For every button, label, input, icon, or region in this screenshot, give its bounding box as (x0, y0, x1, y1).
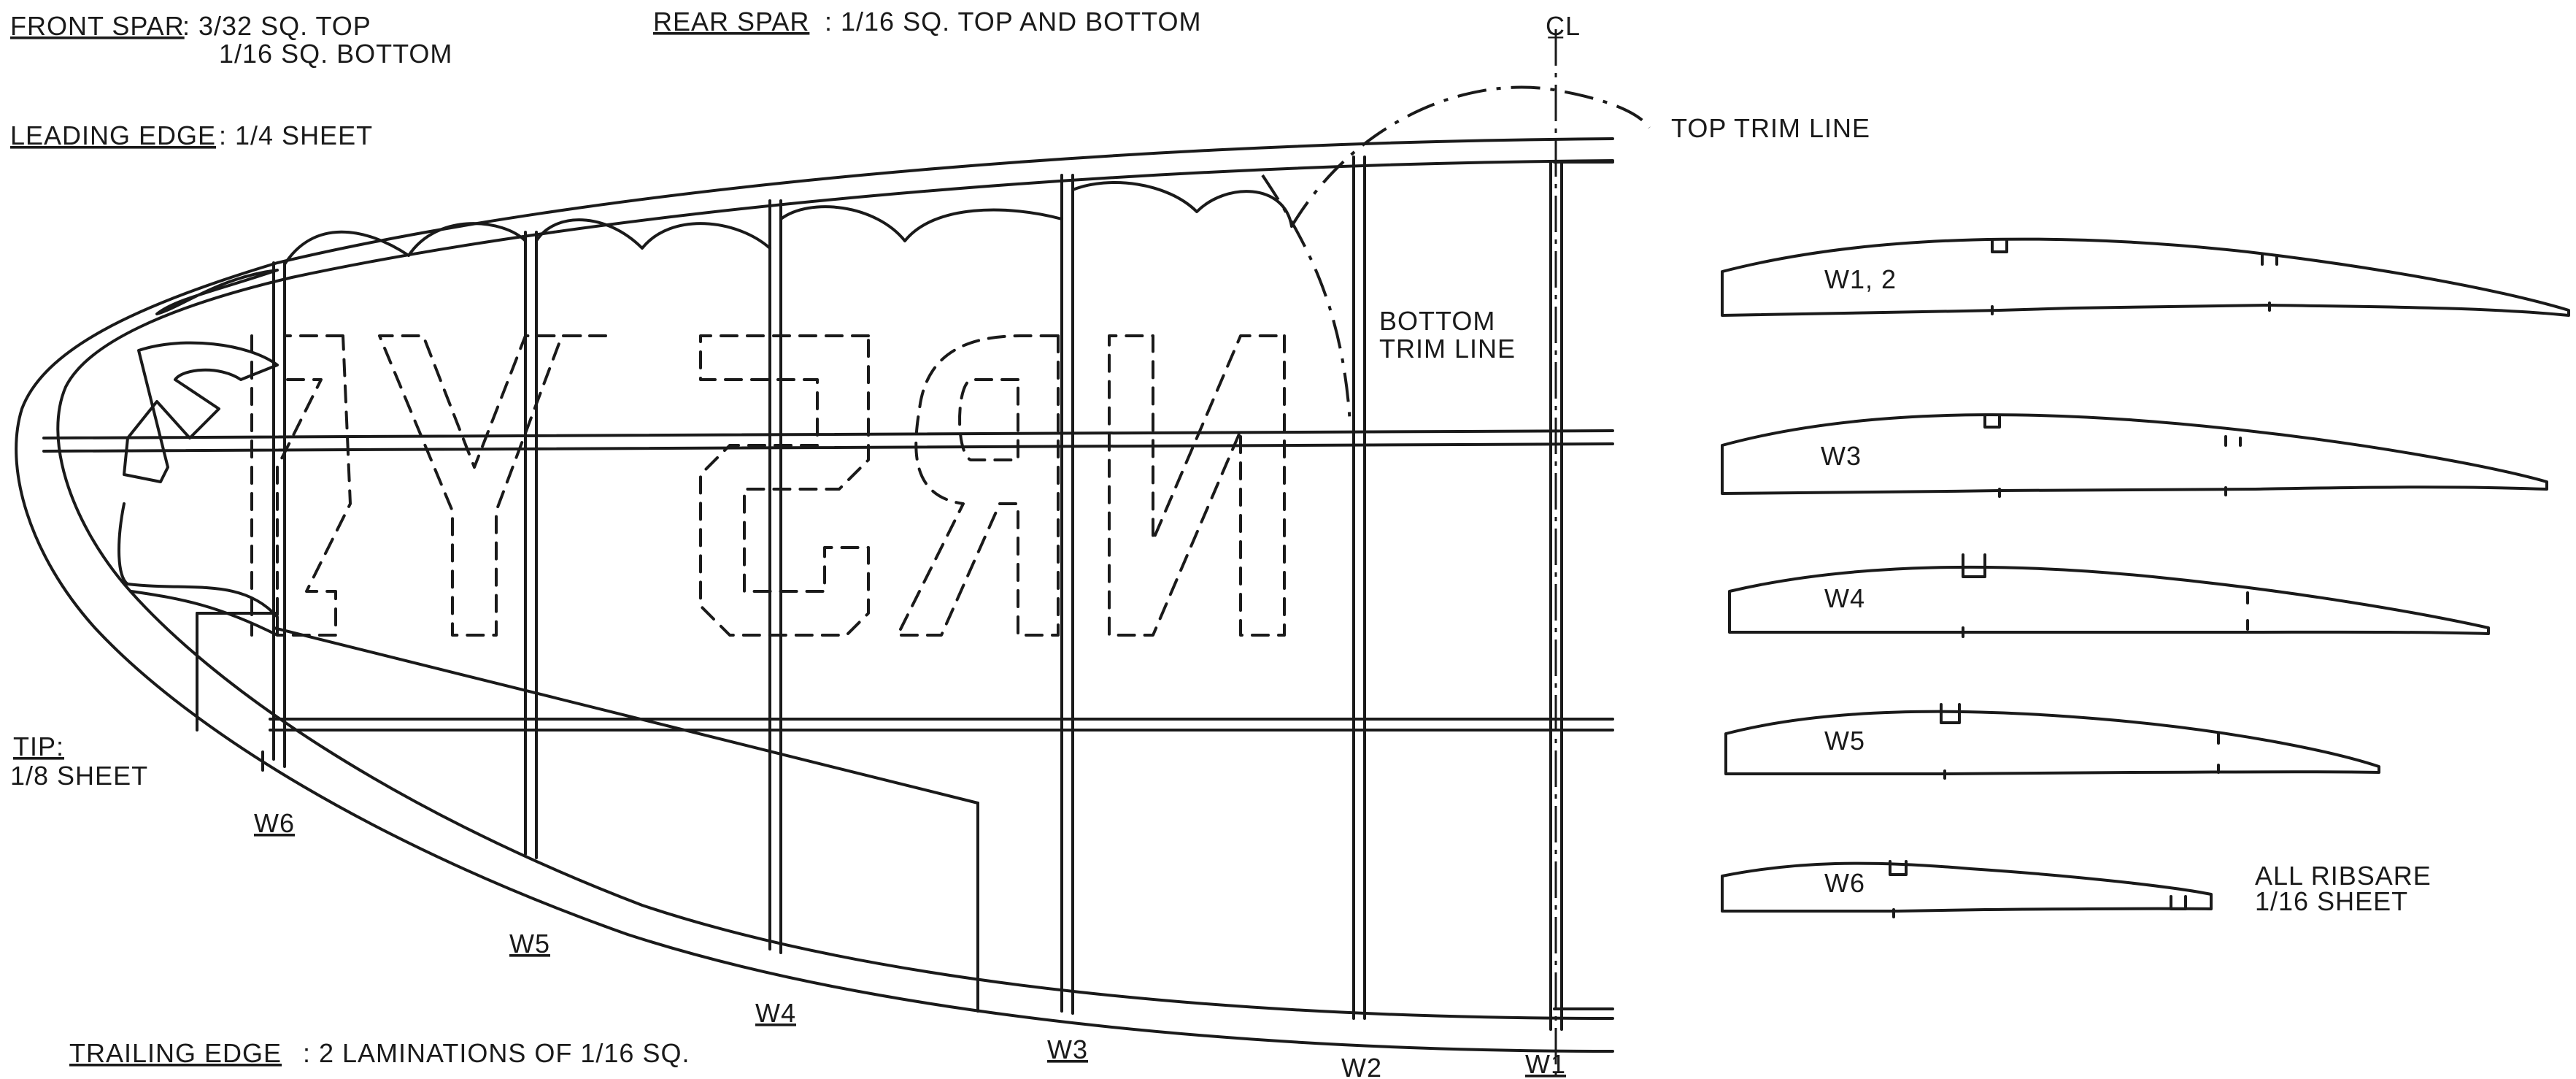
bottom-trim-line-curve (1261, 174, 1351, 424)
profile-label-w12: W1, 2 (1824, 264, 1897, 294)
rib-w6-notches (1889, 860, 2187, 918)
wing-outline (15, 137, 1614, 1053)
profile-label-w6: W6 (1824, 868, 1865, 898)
station-label-w5: W5 (509, 929, 550, 959)
centerline-symbol: C̲L (1546, 11, 1581, 41)
leading-edge-label: LEADING EDGE (10, 120, 216, 150)
letter-y-outline (378, 334, 607, 637)
tip-label: TIP: (13, 732, 64, 761)
rib-w3-notches (1983, 415, 2242, 498)
leading-edge-inner (56, 159, 1614, 1020)
tip-block-upper (123, 341, 279, 483)
letter-n-outline (1108, 334, 1286, 637)
bottom-trim-line-label-1: BOTTOM (1379, 306, 1495, 336)
letter-r-inner (958, 378, 1019, 461)
notes: FRONT SPAR : 3/32 SQ. TOP 1/16 SQ. BOTTO… (10, 7, 2432, 1068)
rib-profile-w6 (1721, 861, 2213, 913)
rib-w4-notches (1962, 553, 2249, 638)
rib-profile-w4 (1728, 565, 2490, 635)
all-ribs-note-1: ALL RIBSARE (2255, 861, 2432, 891)
rib-profile-labels: W1, 2 W3 W4 W5 W6 (1821, 264, 1897, 898)
rib-profile-w12 (1721, 237, 2570, 317)
profile-label-w5: W5 (1824, 726, 1865, 756)
station-label-w3: W3 (1047, 1034, 1088, 1064)
scalloped-leading-edge (155, 181, 1293, 315)
rib-w5-notches (1940, 703, 2220, 780)
front-spar-label: FRONT SPAR (10, 11, 185, 41)
rear-spar-label: REAR SPAR (653, 7, 809, 37)
trailing-edge-text: : 2 LAMINATIONS OF 1/16 SQ. (303, 1038, 690, 1068)
rib-w12-notches (1991, 239, 2278, 315)
diagonal-brace (272, 626, 979, 805)
trailing-edge-label: TRAILING EDGE (69, 1038, 282, 1068)
registration-letters-dashed (250, 334, 1286, 637)
top-trim-line-curve (1290, 85, 1651, 228)
front-spar-top-text: : 3/32 SQ. TOP (182, 11, 371, 41)
all-ribs-note-2: 1/16 SHEET (2255, 886, 2408, 916)
letter-r-outline (896, 334, 1060, 637)
bottom-trim-line-label-2: TRIM LINE (1379, 334, 1516, 364)
rib-profiles (1721, 237, 2570, 918)
letter-s-outline (699, 334, 870, 637)
station-label-w2: W2 (1341, 1053, 1382, 1079)
tip-block-lower (117, 502, 279, 637)
station-label-w6: W6 (254, 808, 295, 838)
front-spar-bottom-text: 1/16 SQ. BOTTOM (219, 39, 452, 69)
station-label-w4: W4 (755, 998, 796, 1028)
front-spar-top (42, 429, 1614, 439)
leading-edge-text: : 1/4 SHEET (219, 120, 373, 150)
front-spar-bottom (42, 442, 1614, 453)
rear-spar-text: : 1/16 SQ. TOP AND BOTTOM (825, 7, 1202, 37)
tip-text: 1/8 SHEET (10, 761, 148, 791)
profile-label-w4: W4 (1824, 583, 1865, 613)
rib-station-labels: W6 W5 W4 W3 W2 W1 (254, 808, 1566, 1079)
tip-sheet-outline (117, 341, 979, 1013)
top-trim-line-label: TOP TRIM LINE (1671, 113, 1870, 143)
letter-z-outline (276, 334, 352, 637)
profile-label-w3: W3 (1821, 441, 1862, 471)
spars (42, 161, 1614, 1010)
rib-profile-w3 (1721, 413, 2548, 495)
leading-edge-outer (15, 137, 1614, 1053)
station-label-w1: W1 (1525, 1049, 1566, 1079)
